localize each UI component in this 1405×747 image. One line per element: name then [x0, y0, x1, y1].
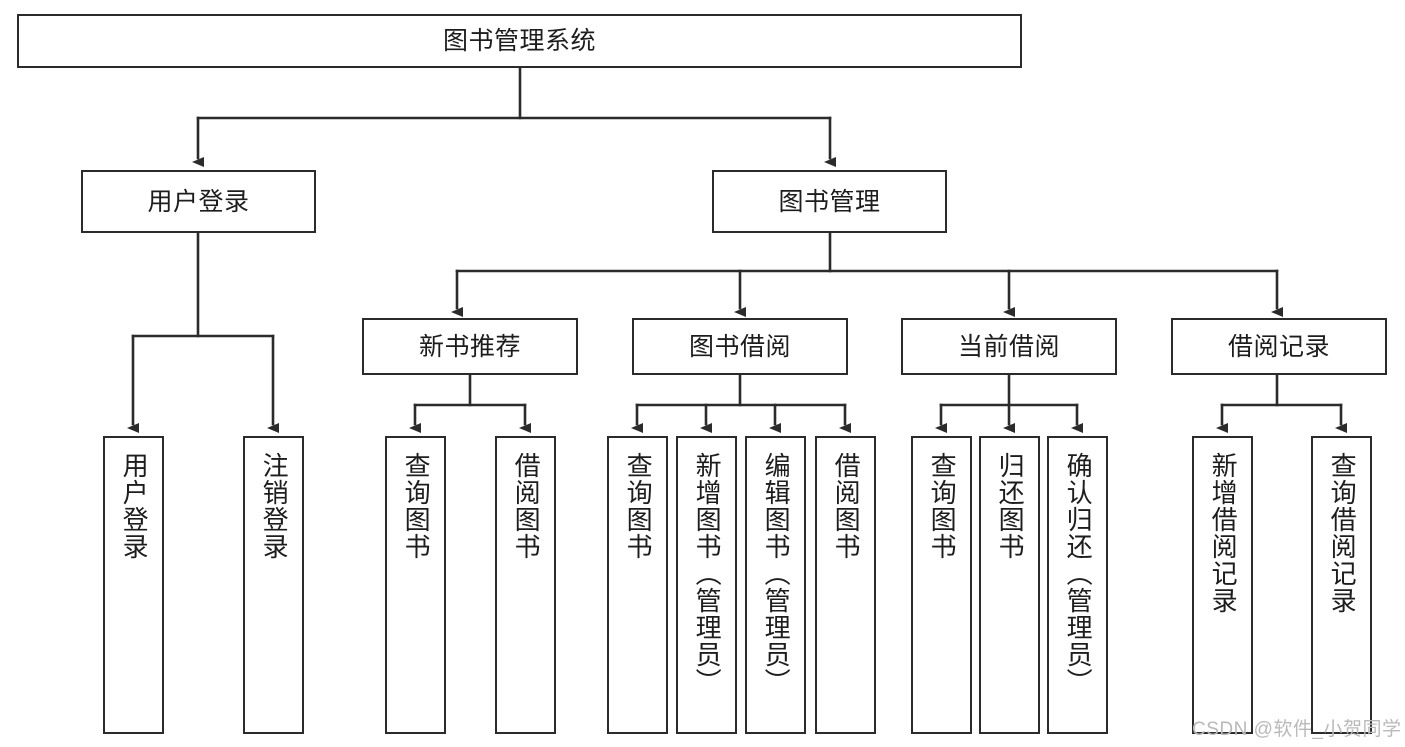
leaf-borrow-edit-book-admin[interactable]: 编辑图书（管理员）	[745, 436, 806, 734]
node-label: 查询借阅记录	[1327, 452, 1358, 614]
node-new-book-recommend[interactable]: 新书推荐	[362, 318, 578, 375]
node-label: 确认归还（管理员）	[1063, 452, 1094, 695]
node-label: 归还图书	[995, 452, 1026, 560]
node-root-system[interactable]: 图书管理系统	[17, 14, 1022, 68]
leaf-recommend-borrow-book[interactable]: 借阅图书	[495, 436, 556, 734]
node-label: 用户登录	[147, 187, 250, 216]
node-label: 查询图书	[927, 452, 958, 560]
node-user-login[interactable]: 用户登录	[81, 170, 316, 233]
leaf-current-confirm-return-admin[interactable]: 确认归还（管理员）	[1047, 436, 1108, 734]
leaf-recommend-query-book[interactable]: 查询图书	[385, 436, 446, 734]
node-label: 注销登录	[259, 452, 290, 560]
leaf-current-return-book[interactable]: 归还图书	[979, 436, 1040, 734]
leaf-current-query-book[interactable]: 查询图书	[911, 436, 972, 734]
leaf-user-login[interactable]: 用户登录	[103, 436, 164, 734]
leaf-record-add-borrow-record[interactable]: 新增借阅记录	[1192, 436, 1253, 734]
node-label: 图书管理	[778, 187, 881, 216]
leaf-borrow-borrow-book[interactable]: 借阅图书	[815, 436, 876, 734]
node-label: 新增图书（管理员）	[692, 452, 723, 695]
leaf-record-query-borrow-record[interactable]: 查询借阅记录	[1311, 436, 1372, 734]
node-book-borrow[interactable]: 图书借阅	[632, 318, 848, 375]
node-current-borrow[interactable]: 当前借阅	[901, 318, 1117, 375]
node-label: 查询图书	[401, 452, 432, 560]
leaf-logout[interactable]: 注销登录	[243, 436, 304, 734]
node-book-management[interactable]: 图书管理	[712, 170, 947, 233]
node-label: 新增借阅记录	[1208, 452, 1239, 614]
node-label: 图书借阅	[688, 332, 791, 361]
node-label: 借阅图书	[511, 452, 542, 560]
node-label: 编辑图书（管理员）	[761, 452, 792, 695]
node-label: 查询图书	[623, 452, 654, 560]
node-label: 当前借阅	[957, 332, 1060, 361]
node-label: 图书管理系统	[442, 27, 596, 55]
node-label: 新书推荐	[418, 332, 521, 361]
node-label: 用户登录	[119, 452, 150, 560]
node-label: 借阅记录	[1227, 332, 1330, 361]
node-borrow-record[interactable]: 借阅记录	[1171, 318, 1387, 375]
leaf-borrow-query-book[interactable]: 查询图书	[607, 436, 668, 734]
csdn-watermark: CSDN @软件_小贺同学	[1192, 719, 1402, 740]
leaf-borrow-add-book-admin[interactable]: 新增图书（管理员）	[676, 436, 737, 734]
node-label: 借阅图书	[831, 452, 862, 560]
